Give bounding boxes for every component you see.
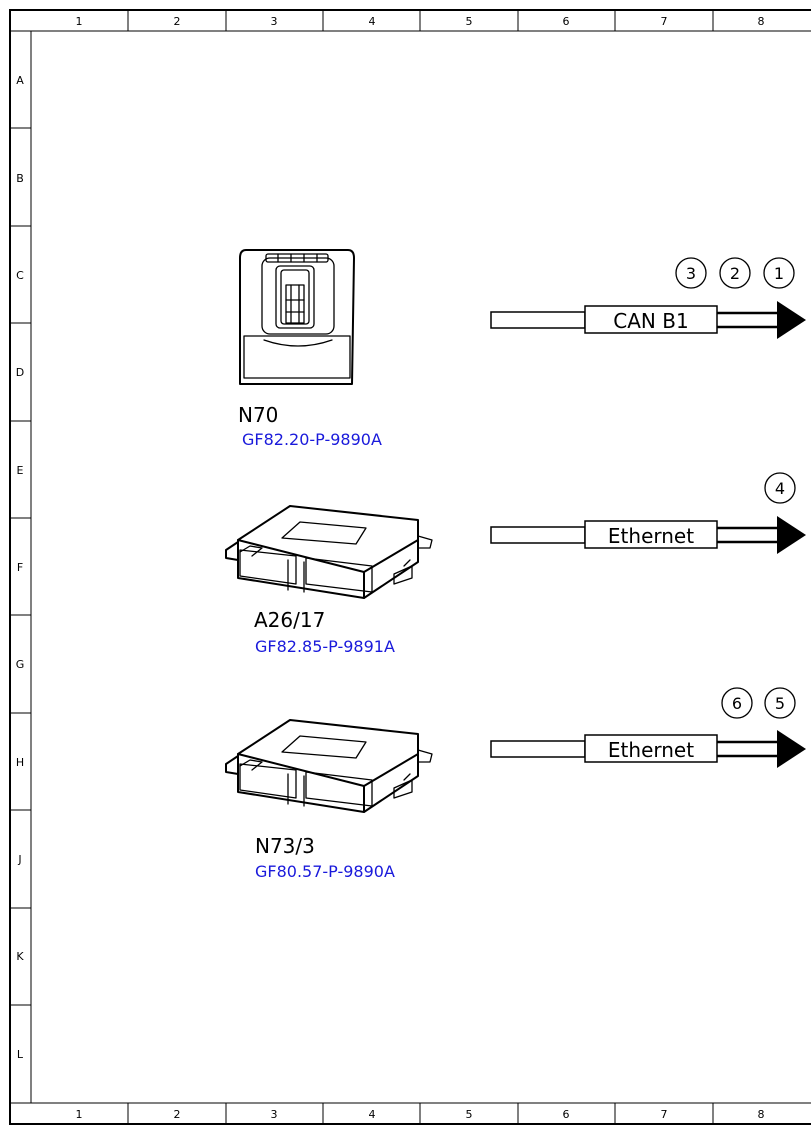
component-reference-link[interactable]: GF82.20-P-9890A <box>242 430 382 449</box>
row-label: D <box>16 366 24 379</box>
arrow-right-icon <box>777 730 806 768</box>
connector-number[interactable]: 2 <box>719 257 751 289</box>
column-label: 7 <box>661 15 668 28</box>
column-label: 2 <box>174 1108 181 1121</box>
column-label: 3 <box>271 1108 278 1121</box>
connector-number[interactable]: 4 <box>764 472 796 504</box>
column-label: 1 <box>76 1108 83 1121</box>
row-label: J <box>17 853 21 866</box>
drawing-frame <box>9 9 811 1125</box>
column-label: 7 <box>661 1108 668 1121</box>
row-label: A <box>16 74 24 87</box>
column-label: 8 <box>758 15 765 28</box>
component-id: N73/3 <box>255 834 315 858</box>
bus-wire <box>490 740 586 758</box>
column-label: 5 <box>466 1108 473 1121</box>
connector-number-label: 2 <box>730 264 740 283</box>
component-id: N70 <box>238 403 278 427</box>
connector-number-label: 4 <box>775 479 785 498</box>
column-label: 6 <box>563 15 570 28</box>
row-labels: A B C D E F G H J K L <box>16 74 25 1061</box>
bus-can-b1[interactable]: CAN B1 3 2 1 <box>490 257 806 339</box>
bus-wire <box>490 311 586 329</box>
row-label: H <box>16 756 24 769</box>
row-label: F <box>17 561 23 574</box>
row-label: L <box>17 1048 24 1061</box>
connector-number[interactable]: 1 <box>763 257 795 289</box>
connector-number[interactable]: 6 <box>721 687 753 719</box>
column-label: 5 <box>466 15 473 28</box>
column-label: 2 <box>174 15 181 28</box>
bus-ethernet-2[interactable]: Ethernet 6 5 <box>490 687 806 768</box>
connector-number-label: 1 <box>774 264 784 283</box>
column-label: 4 <box>369 1108 376 1121</box>
bus-label: Ethernet <box>608 524 694 548</box>
row-label: E <box>17 464 24 477</box>
bus-label-box <box>584 305 718 334</box>
bus-label: CAN B1 <box>613 309 688 333</box>
connector-number-label: 6 <box>732 694 742 713</box>
bus-label-box <box>584 734 718 763</box>
control-unit-icon <box>225 505 433 599</box>
connector-number-label: 5 <box>775 694 785 713</box>
component-n73-3[interactable]: N73/3 GF80.57-P-9890A <box>225 719 433 881</box>
column-label: 1 <box>76 15 83 28</box>
connector-number[interactable]: 3 <box>675 257 707 289</box>
component-id: A26/17 <box>254 608 325 632</box>
component-n70[interactable]: N70 GF82.20-P-9890A <box>238 249 382 449</box>
arrow-right-icon <box>777 301 806 339</box>
connector-number-label: 3 <box>686 264 696 283</box>
row-label: B <box>16 172 24 185</box>
bus-ethernet-1[interactable]: Ethernet 4 <box>490 472 806 554</box>
row-label: G <box>16 658 25 671</box>
column-label: 8 <box>758 1108 765 1121</box>
component-a26-17[interactable]: A26/17 GF82.85-P-9891A <box>225 505 433 656</box>
column-label: 6 <box>563 1108 570 1121</box>
overhead-control-panel-icon <box>239 249 355 385</box>
column-label: 3 <box>271 15 278 28</box>
connector-number[interactable]: 5 <box>764 687 796 719</box>
bus-label: Ethernet <box>608 738 694 762</box>
control-unit-icon <box>225 719 433 813</box>
arrow-right-icon <box>777 516 806 554</box>
component-reference-link[interactable]: GF80.57-P-9890A <box>255 862 395 881</box>
bus-wire <box>490 526 586 544</box>
component-reference-link[interactable]: GF82.85-P-9891A <box>255 637 395 656</box>
column-labels-bottom: 1 2 3 4 5 6 7 8 <box>76 1108 765 1121</box>
bus-label-box <box>584 520 718 549</box>
column-labels-top: 1 2 3 4 5 6 7 8 <box>76 15 765 28</box>
row-label: K <box>16 950 24 963</box>
row-label: C <box>16 269 24 282</box>
column-label: 4 <box>369 15 376 28</box>
